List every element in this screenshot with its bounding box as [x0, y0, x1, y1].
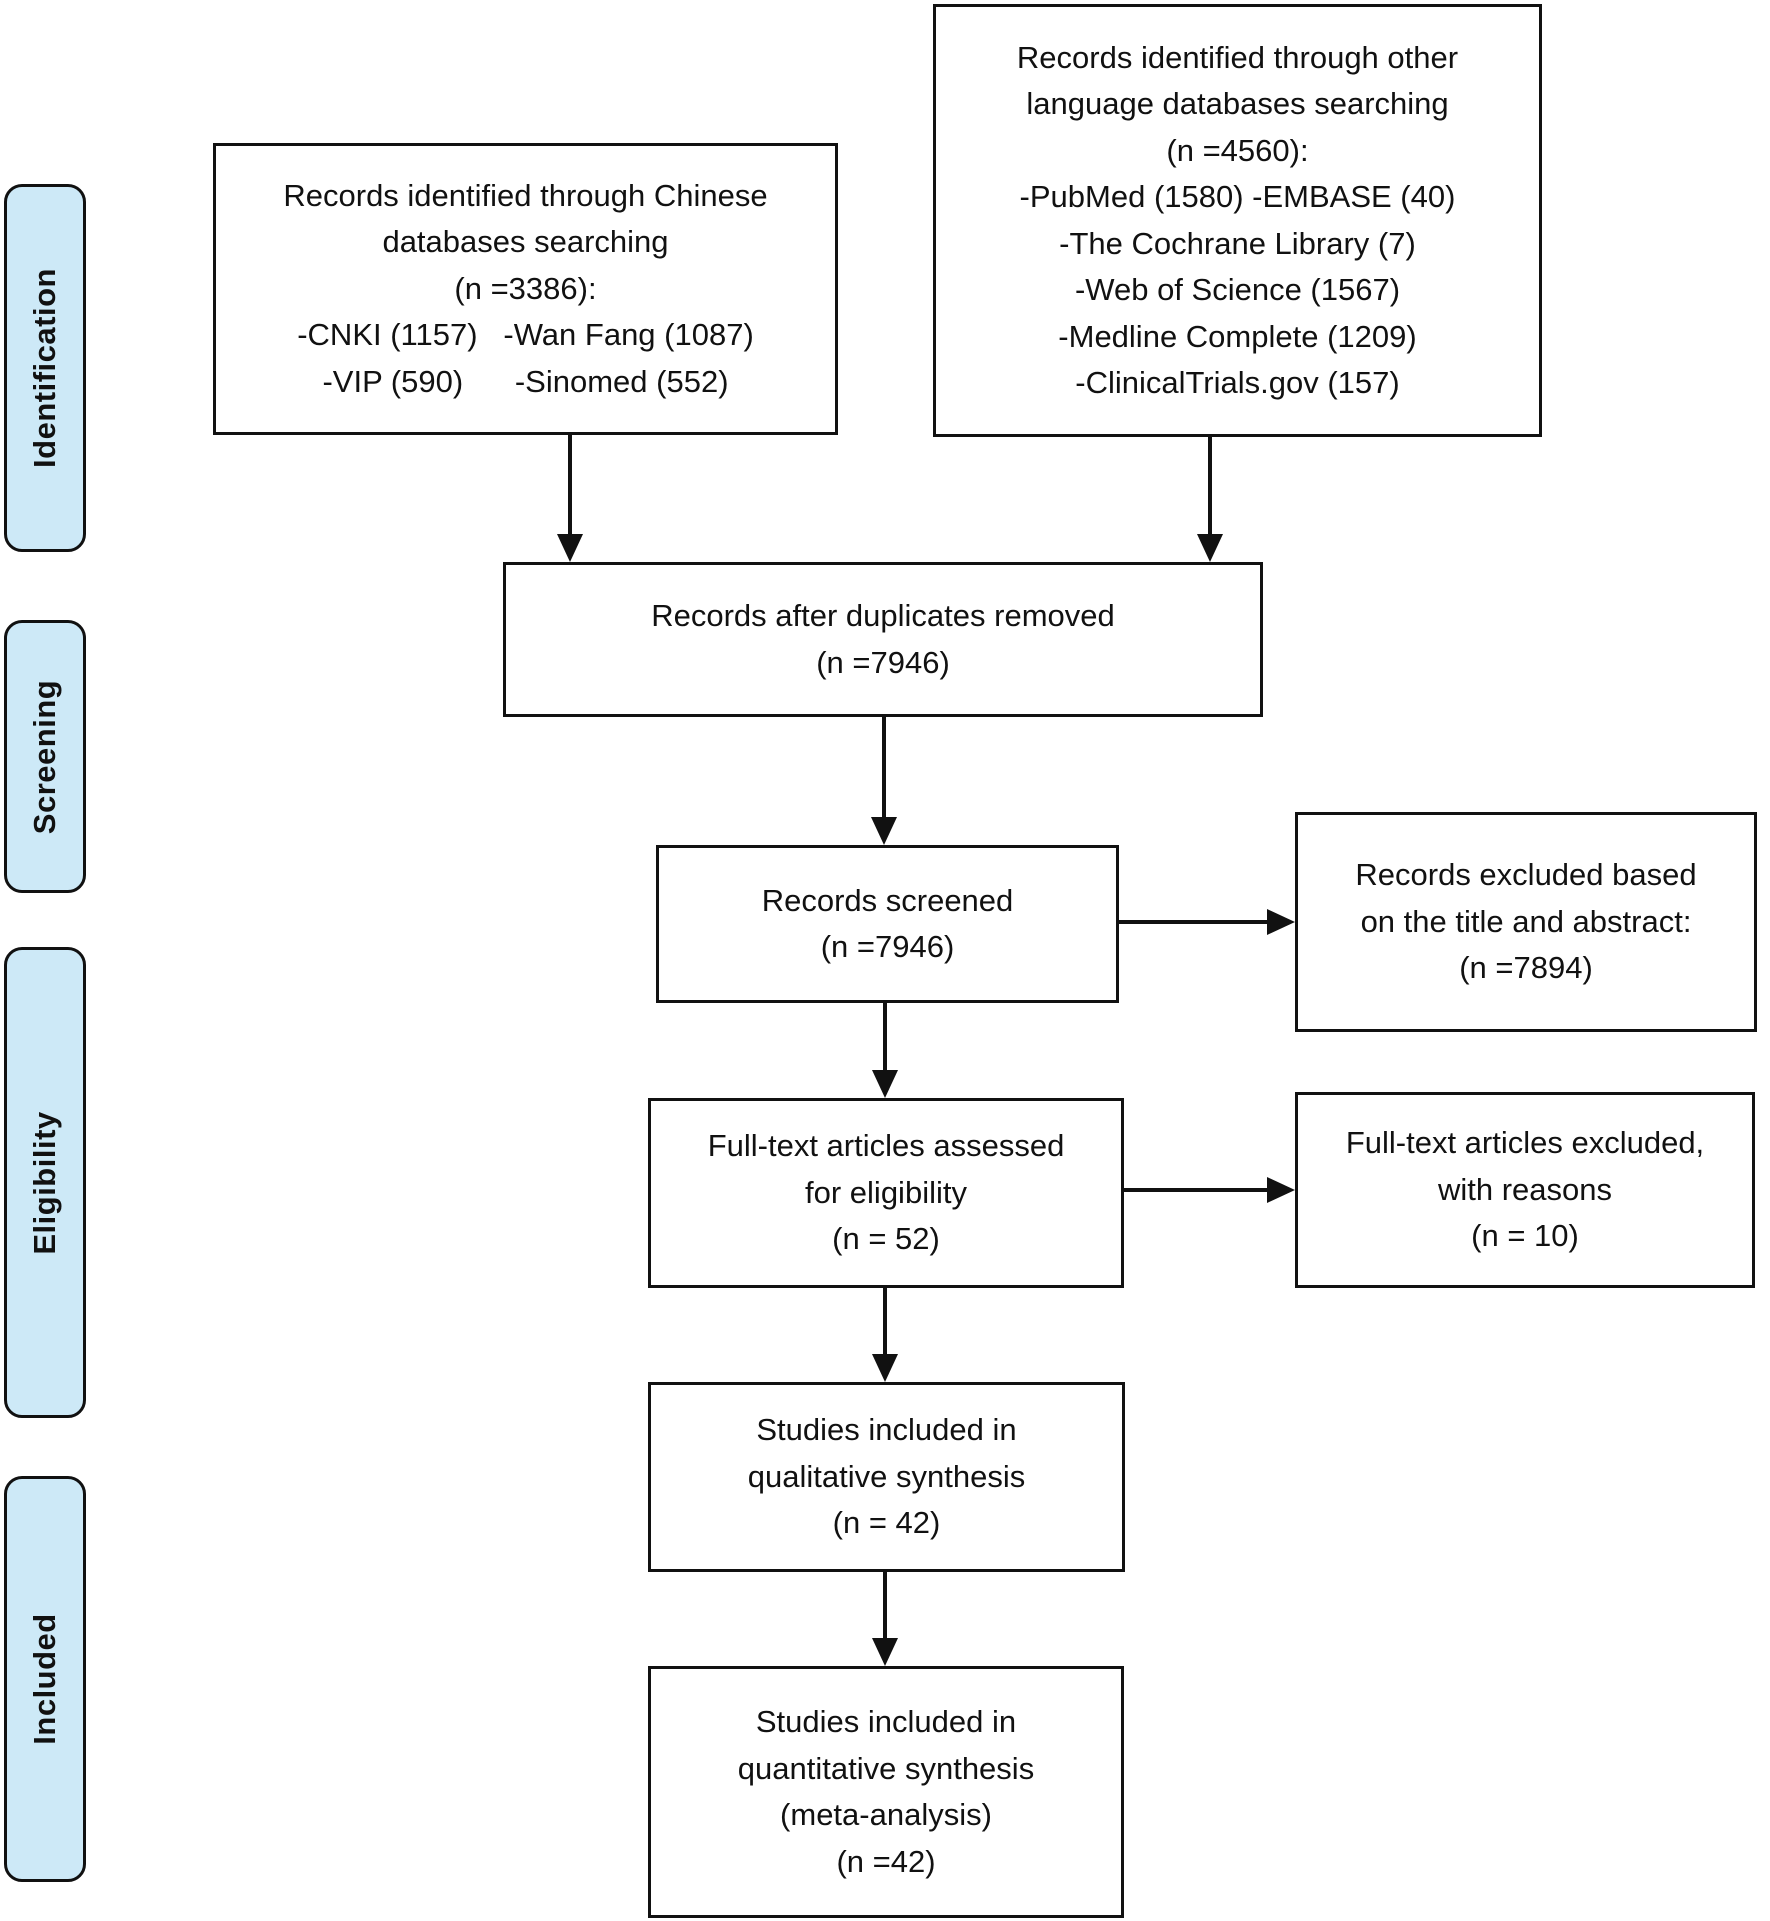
box-records-identified-chinese: Records identified through Chinese databa… [213, 143, 838, 435]
box-text-line: -The Cochrane Library (7) [1059, 225, 1416, 261]
box-text-line: (n = 10) [1471, 1218, 1579, 1254]
box-text-line: quantitative synthesis [737, 1750, 1035, 1786]
box-text-line: Records identified through other [1016, 39, 1459, 75]
box-text-line: (meta-analysis) [780, 1797, 992, 1832]
arrow-screened-to-excluded [1119, 909, 1295, 935]
box-text-line: Records excluded based [1355, 857, 1697, 893]
arrow-screened-to-fulltext [872, 1003, 898, 1098]
box-records-screened: Records screened (n =7946) [656, 845, 1119, 1003]
stage-label-included-text: Included [27, 1613, 62, 1745]
box-text-line: (n =7946) [816, 644, 950, 680]
stage-label-identification-text: Identification [27, 268, 62, 468]
stage-label-screening: Screening [4, 620, 86, 893]
box-text-line: with reasons [1437, 1171, 1613, 1207]
arrow-duplicates-to-screened [871, 717, 897, 845]
box-text-line: Full-text articles excluded, [1345, 1125, 1705, 1161]
box-text-line: (n =4560): [1166, 132, 1309, 168]
box-text-line: -ClinicalTrials.gov (157) [1075, 365, 1400, 400]
box-text-line: Records identified through Chinese [283, 177, 768, 213]
box-text-line: for eligibility [805, 1174, 967, 1210]
box-text-line: language databases searching [1026, 86, 1449, 121]
stage-label-screening-text: Screening [27, 679, 62, 834]
box-text-line: -Medline Complete (1209) [1058, 318, 1417, 354]
box-text-line: databases searching [382, 224, 669, 260]
box-text-line: Records screened [761, 882, 1014, 918]
box-text-line: (n = 52) [832, 1221, 940, 1257]
arrow-other-to-duplicates [1197, 437, 1223, 562]
box-text-line: -CNKI (1157) -Wan Fang (1087) [297, 317, 754, 353]
box-text-line: (n = 42) [832, 1505, 941, 1541]
stage-label-identification: Identification [4, 184, 86, 552]
box-text-line: (n =42) [836, 1843, 936, 1879]
box-text-line: qualitative synthesis [747, 1458, 1026, 1494]
box-text-line: Studies included in [755, 1704, 1017, 1739]
box-text-line: (n =3386): [454, 270, 597, 306]
box-records-excluded-title-abstract: Records excluded based on the title and a… [1295, 812, 1757, 1032]
box-text-line: -PubMed (1580) -EMBASE (40) [1019, 179, 1456, 214]
box-text-line: Full-text articles assessed [707, 1128, 1065, 1164]
stage-label-eligibility: Eligibility [4, 947, 86, 1418]
box-fulltext-assessed-eligibility: Full-text articles assessed for eligibili… [648, 1098, 1124, 1288]
arrow-qualitative-to-quantitative [872, 1572, 898, 1666]
box-fulltext-excluded-with-reasons: Full-text articles excluded, with reasons… [1295, 1092, 1755, 1288]
stage-label-included: Included [4, 1476, 86, 1882]
box-text-line: -VIP (590) -Sinomed (552) [322, 363, 729, 399]
arrow-chinese-to-duplicates [557, 435, 583, 562]
box-text-line: Records after duplicates removed [651, 598, 1115, 633]
box-records-after-duplicates-removed: Records after duplicates removed (n =7946… [503, 562, 1263, 717]
box-text-line: (n =7894) [1459, 950, 1593, 986]
box-text-line: Studies included in [756, 1412, 1017, 1448]
box-studies-quantitative-synthesis: Studies included in quantitative synthesi… [648, 1666, 1124, 1918]
arrow-fulltext-to-excluded [1124, 1177, 1295, 1203]
arrow-fulltext-to-qualitative [872, 1288, 898, 1382]
box-text-line: -Web of Science (1567) [1074, 272, 1401, 307]
box-records-identified-other-languages: Records identified through other language… [933, 4, 1542, 437]
box-studies-qualitative-synthesis: Studies included in qualitative synthesis… [648, 1382, 1125, 1572]
box-text-line: (n =7946) [820, 929, 955, 964]
box-text-line: on the title and abstract: [1360, 903, 1692, 939]
stage-label-eligibility-text: Eligibility [27, 1110, 62, 1255]
